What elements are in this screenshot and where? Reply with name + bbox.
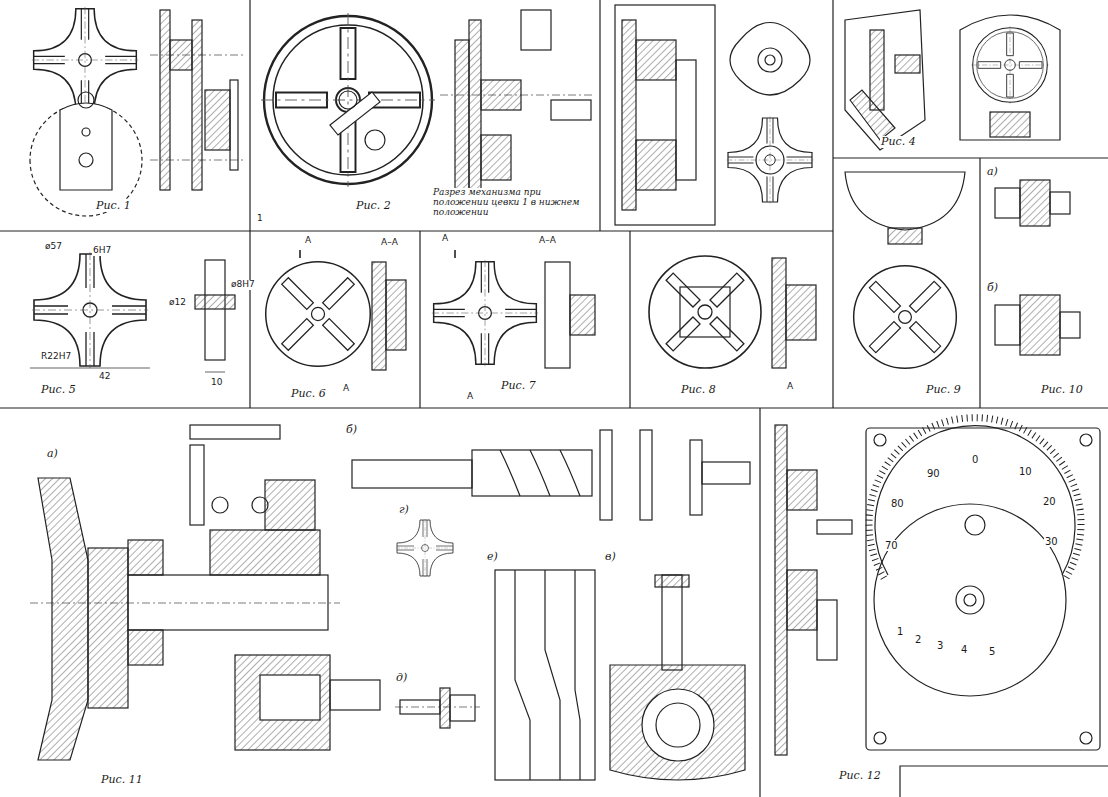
figure-caption: Рис. 8 <box>680 384 717 396</box>
dimension: R22H7 <box>40 352 72 362</box>
figure-caption: Рис. 1 <box>95 200 132 212</box>
figure-caption: Рис. 10 <box>1040 384 1084 396</box>
subfigure-label: г) <box>398 504 410 516</box>
figure-caption: Рис. 2 <box>355 200 392 212</box>
section-mark: А <box>466 392 474 402</box>
figure-caption: Рис. 5 <box>40 384 77 396</box>
subfigure-label: е) <box>486 551 499 563</box>
section-mark: А <box>304 236 312 246</box>
subfigure-label: а) <box>46 448 59 460</box>
scale-number: 2 <box>914 634 922 645</box>
dimension: 42 <box>98 372 111 382</box>
figures <box>30 5 1100 780</box>
subfigure-label: в) <box>604 551 617 563</box>
section-view-label: А–А <box>380 238 399 248</box>
subfigure-label: а) <box>986 166 999 178</box>
section-mark: А <box>342 384 350 394</box>
scale-number: 20 <box>1042 496 1057 507</box>
subfigure-label: б) <box>986 282 999 294</box>
subfigure-label: б) <box>345 424 358 436</box>
figure-caption: Рис. 9 <box>925 384 962 396</box>
figure-caption: Рис. 11 <box>100 774 144 786</box>
callout-number: 1 <box>256 214 264 224</box>
scale-number: 5 <box>988 646 996 657</box>
scale-number: 1 <box>896 626 904 637</box>
dimension: ø8H7 <box>230 280 256 290</box>
figure-caption: Рис. 12 <box>838 770 882 782</box>
scale-number: 10 <box>1018 466 1033 477</box>
scale-number: 0 <box>971 454 979 465</box>
section-view-label: А–А <box>538 236 557 246</box>
dimension: 10 <box>210 378 223 388</box>
subfigure-label: д) <box>395 672 408 684</box>
figure-caption: Рис. 7 <box>500 380 537 392</box>
section-mark: А <box>786 382 794 392</box>
scale-number: 4 <box>960 644 968 655</box>
scale-number: 70 <box>884 540 899 551</box>
scale-number: 80 <box>890 498 905 509</box>
figure-caption: Рис. 4 <box>880 136 917 148</box>
dimension: 6H7 <box>92 246 112 256</box>
dimension: ø12 <box>168 298 187 308</box>
section-note: Разрез механизма при положении цевки 1 в… <box>432 188 599 218</box>
scale-number: 90 <box>926 468 941 479</box>
dimension: ø57 <box>44 242 63 252</box>
scale-number: 30 <box>1044 536 1059 547</box>
scale-number: 3 <box>936 640 944 651</box>
figure-caption: Рис. 6 <box>290 388 327 400</box>
section-mark: А <box>441 234 449 244</box>
